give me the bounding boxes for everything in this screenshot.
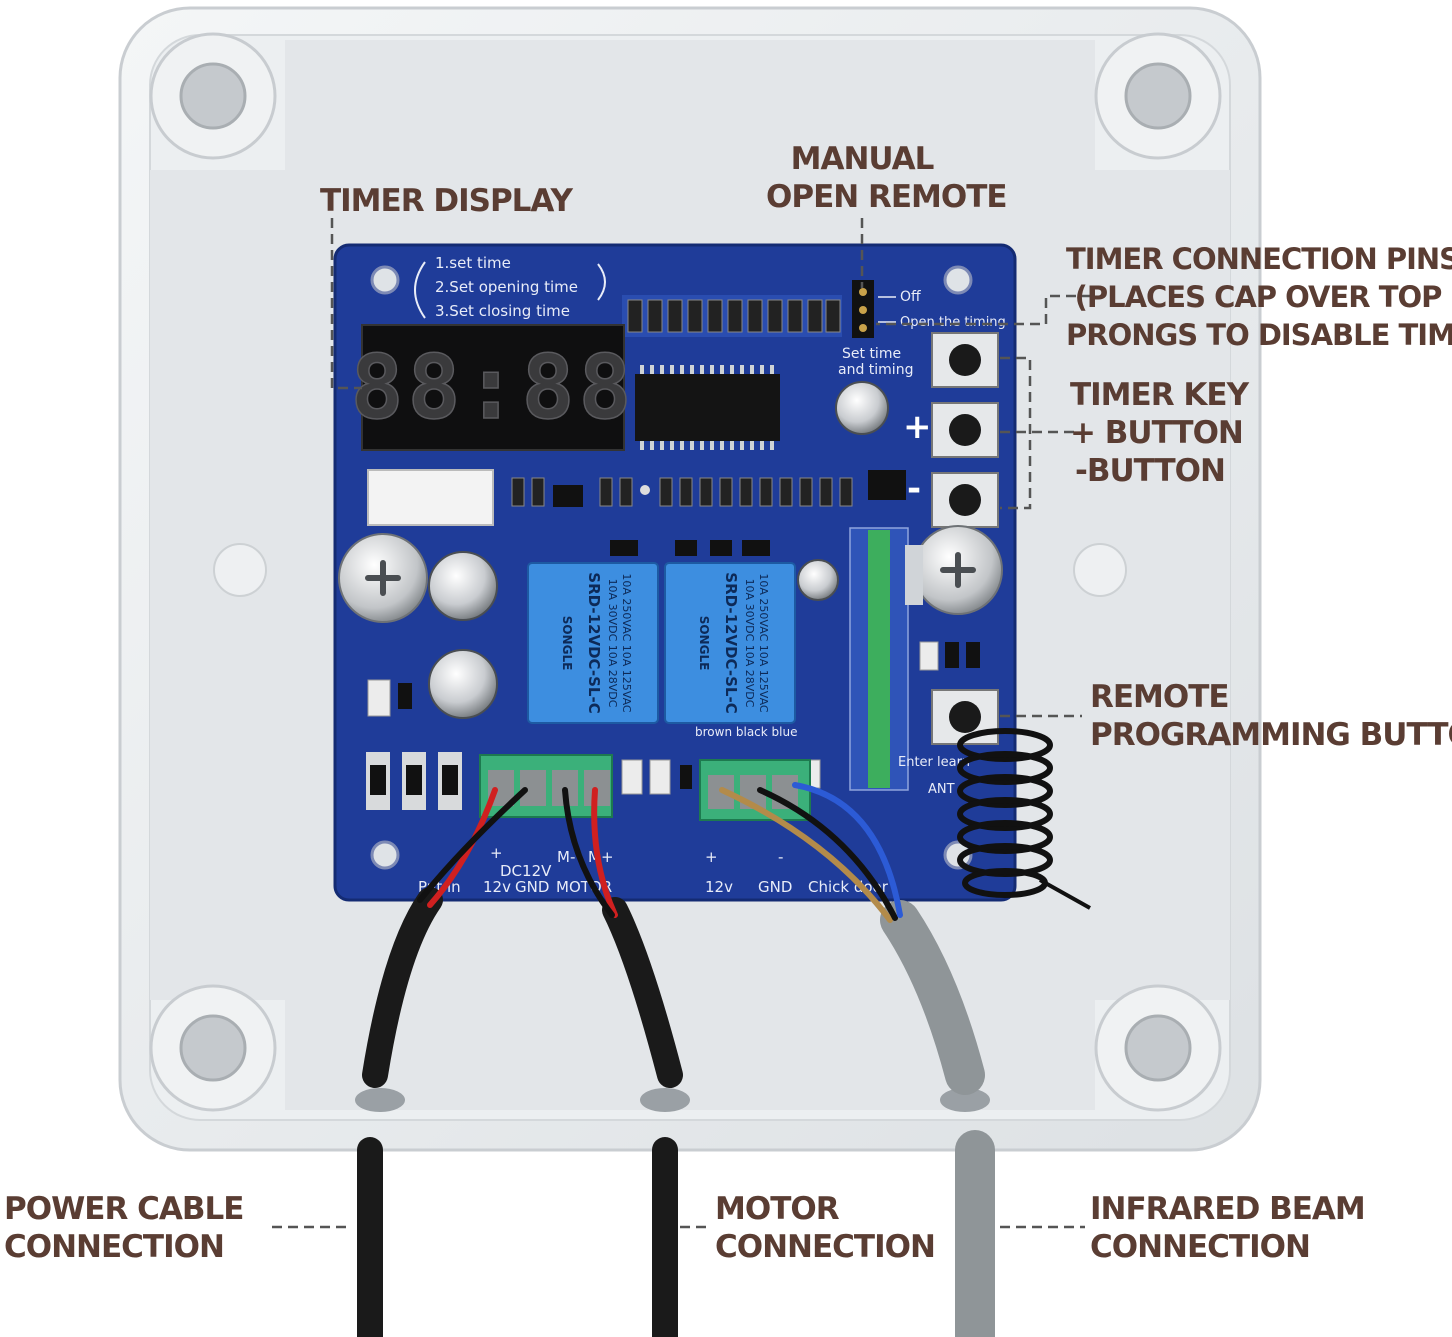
svg-text:10A 30VDC 10A 28VDC: 10A 30VDC 10A 28VDC — [743, 579, 756, 708]
motor-cable — [562, 787, 683, 1337]
timer-display: 88:88 — [350, 324, 636, 451]
svg-text:10A 250VAC 10A 125VAC: 10A 250VAC 10A 125VAC — [757, 573, 770, 713]
circuit-board: 1.set time 2.Set opening time 3.Set clos… — [333, 243, 1017, 902]
callout-infrared-beam-connection: INFRARED BEAM CONNECTION — [1090, 1191, 1366, 1265]
timer-key-set-button[interactable] — [931, 332, 999, 388]
callout-power-cable-connection: POWER CABLE CONNECTION — [4, 1191, 244, 1265]
callout-remote-programming-button: REMOTE PROGRAMMING BUTTON — [1090, 679, 1452, 753]
relay-2: 10A 250VAC 10A 125VAC 10A 30VDC 10A 28VD… — [664, 562, 796, 724]
menu-line-3: 3.Set closing time — [435, 302, 570, 320]
led-group — [367, 641, 980, 795]
enter-learn-label: Enter learn — [898, 755, 970, 770]
svg-text:and timing: and timing — [838, 362, 913, 378]
antenna-coil — [957, 728, 1091, 910]
main-ic-chip — [635, 365, 780, 450]
leader-timer-display — [330, 218, 362, 390]
display-digits: 88:88 — [351, 336, 636, 439]
leader-timer-connection-pins — [876, 294, 1092, 326]
corner-boss-top-right — [1094, 32, 1222, 160]
menu-line-1: 1.set time — [435, 254, 511, 272]
callout-timer-display: TIMER DISPLAY — [320, 183, 573, 219]
component-row-middle — [367, 469, 906, 526]
corner-boss-top-left — [149, 32, 277, 160]
corner-boss-bottom-left — [149, 984, 277, 1112]
resistor-row-top — [622, 295, 842, 337]
callout-motor-connection: MOTOR CONNECTION — [715, 1191, 936, 1265]
menu-instructions: 1.set time 2.Set opening time 3.Set clos… — [414, 254, 606, 320]
svg-text:10A 30VDC 10A 28VDC: 10A 30VDC 10A 28VDC — [606, 579, 619, 708]
timer-jumper-pins[interactable]: Off Open the timing — [852, 280, 1006, 338]
relay-1: 10A 250VAC 10A 125VAC 10A 30VDC 10A 28VD… — [527, 562, 659, 724]
minus-label: - — [907, 469, 921, 509]
power-cable — [357, 787, 528, 1337]
capacitor-small-2 — [797, 559, 839, 601]
terminal-block-power-motor — [479, 754, 613, 818]
plus-label: + — [903, 407, 932, 447]
menu-line-2: 2.Set opening time — [435, 278, 578, 296]
wire-colors-label: brown black blue — [695, 725, 797, 739]
svg-text:+: + — [705, 848, 718, 866]
diodes — [366, 540, 770, 810]
svg-text:Set time: Set time — [842, 346, 901, 362]
set-time-label: Set time and timing — [838, 346, 913, 378]
side-boss-right — [1073, 543, 1127, 597]
jumper-off-label: Off — [900, 289, 921, 305]
svg-text:12v: 12v — [483, 878, 511, 896]
corner-boss-bottom-right — [1094, 984, 1222, 1112]
mounting-screw-left — [338, 533, 428, 623]
callout-timer-key: TIMER KEY + BUTTON -BUTTON — [1070, 377, 1249, 489]
capacitor-small — [835, 381, 889, 435]
svg-text:SONGLE: SONGLE — [560, 616, 574, 671]
svg-text:SONGLE: SONGLE — [697, 616, 711, 671]
ant-label: ANT — [928, 782, 955, 797]
leader-timer-keys — [1000, 356, 1075, 510]
svg-text:10A 250VAC 10A 125VAC: 10A 250VAC 10A 125VAC — [620, 573, 633, 713]
svg-text:M-: M- — [557, 848, 575, 866]
timer-plus-button[interactable] — [931, 402, 999, 458]
jumper-timing-label: Open the timing — [900, 315, 1006, 330]
callout-manual-open-remote: MANUAL OPEN REMOTE — [766, 141, 1008, 215]
capacitor-c8 — [428, 649, 498, 719]
side-boss-left — [213, 543, 267, 597]
infrared-beam-cable — [719, 782, 995, 1337]
timer-minus-button[interactable] — [931, 472, 999, 528]
terminal-labels: + DC12V M- M+ Put in 12v GND MOTOR + - 1… — [418, 844, 889, 896]
svg-text:SRD-12VDC-SL-C: SRD-12VDC-SL-C — [722, 572, 740, 713]
svg-text:GND: GND — [758, 878, 792, 896]
mounting-screw-right — [913, 525, 1003, 615]
svg-text:+: + — [490, 844, 503, 862]
capacitor-c7 — [428, 551, 498, 621]
leader-lines — [272, 218, 1092, 1229]
svg-text:GND: GND — [515, 878, 549, 896]
svg-text:12v: 12v — [705, 878, 733, 896]
callout-timer-connection-pins: TIMER CONNECTION PINS (PLACES CAP OVER T… — [1066, 242, 1452, 352]
rf-receiver-module — [849, 527, 923, 791]
svg-text:SRD-12VDC-SL-C: SRD-12VDC-SL-C — [585, 572, 603, 713]
svg-text:-: - — [778, 848, 783, 866]
svg-text:DC12V: DC12V — [500, 862, 552, 880]
